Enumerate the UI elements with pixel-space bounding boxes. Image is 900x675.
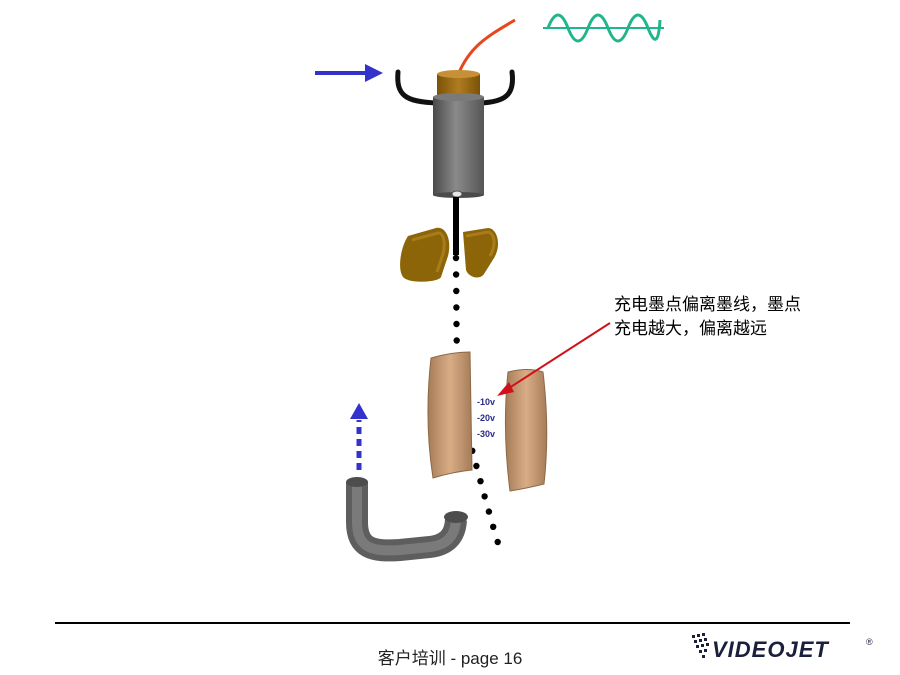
footer-divider [55, 622, 850, 624]
trademark: ® [866, 637, 873, 647]
signal-wire [456, 18, 516, 76]
ink-drop [477, 478, 484, 485]
brand-name: VIDEOJET [712, 637, 829, 662]
ink-drop [452, 271, 460, 278]
ink-supply-lines [395, 69, 516, 106]
pointer-arrow-icon [497, 322, 611, 396]
footer-page-label: 客户培训 - page 16 [377, 649, 523, 668]
ink-drop [490, 523, 497, 530]
ink-drop [494, 538, 501, 546]
ink-drop [453, 287, 460, 295]
videojet-logo: VIDEOJET ® [690, 629, 880, 669]
annotation-line: 充电越大，偏离越远 [614, 319, 767, 339]
nozzle-assembly [433, 70, 484, 198]
modulation-wave-icon [543, 13, 664, 43]
charge-electrode [400, 227, 499, 282]
deflection-annotation: 充电墨点偏离墨线，墨点 充电越大，偏离越远 [614, 293, 864, 341]
voltage-labels: -10v -20v -30v [477, 397, 495, 439]
swoosh-icon [692, 633, 709, 658]
voltage-label: -20v [477, 413, 495, 423]
annotation-line: 充电墨点偏离墨线，墨点 [614, 295, 801, 315]
voltage-label: -10v [477, 397, 495, 407]
deflection-plate-left [427, 351, 473, 479]
ink-supply-arrow-icon [315, 64, 383, 82]
ink-drop [453, 337, 460, 344]
ink-drop [481, 493, 488, 500]
ink-drop [473, 462, 480, 470]
ink-drop [453, 320, 460, 328]
voltage-label: -30v [477, 429, 495, 439]
ink-drop [452, 254, 460, 262]
ink-drop [453, 304, 460, 311]
ink-return-arrow-icon [350, 403, 368, 470]
gutter [346, 477, 468, 562]
ink-drop [485, 508, 493, 515]
